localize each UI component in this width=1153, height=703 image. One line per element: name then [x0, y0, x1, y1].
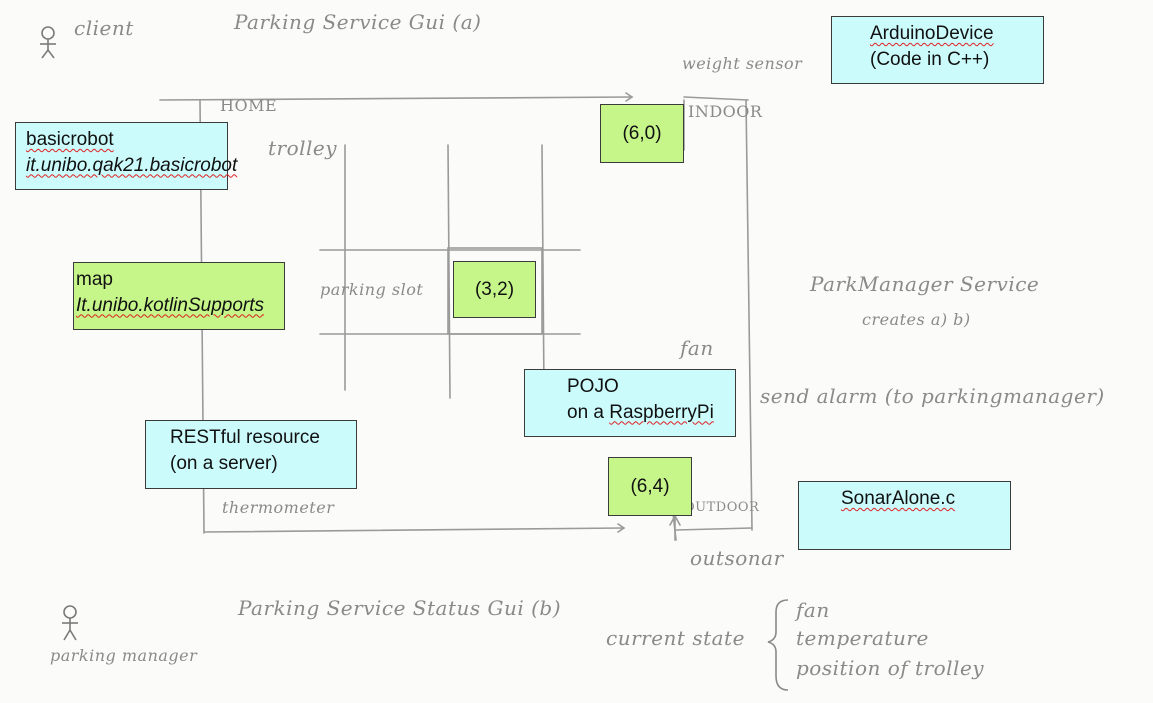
cell-3-2-label: (3,2): [474, 278, 515, 300]
fan-label: fan: [680, 336, 714, 360]
restful-resource-name: RESTful resource: [170, 427, 320, 448]
current-state-label: current state: [606, 626, 745, 650]
arduino-device-note: (Code in C++): [870, 48, 990, 70]
pojo-platform-word: RaspberryPi: [609, 401, 714, 423]
pojo-platform: on a RaspberryPi: [567, 400, 725, 426]
arduino-device-name: ArduinoDevice: [870, 23, 994, 44]
send-alarm-label: send alarm (to parkingmanager): [760, 384, 1105, 408]
room-bottom-wall: [203, 527, 625, 533]
state-brace: [767, 599, 789, 691]
state-fan-label: fan: [796, 598, 830, 622]
cell-6-4-label: (6,4): [630, 475, 670, 497]
parking-slot-label: parking slot: [320, 280, 424, 299]
basicrobot-name: basicrobot: [26, 129, 114, 150]
outsonar-label: outsonar: [690, 546, 784, 570]
top-arrow-head: [625, 92, 634, 102]
thermometer-label: thermometer: [222, 498, 335, 517]
map-name: map: [76, 269, 113, 290]
creates-label: creates a) b): [862, 310, 971, 329]
sonar-alone-box: SonarAlone.c: [798, 481, 1011, 550]
bottom-arrow-head: [617, 523, 626, 533]
pojo-platform-prefix: on a: [567, 401, 610, 423]
park-manager-service-label: ParkManager Service: [810, 272, 1040, 296]
trolley-label: trolley: [268, 136, 338, 160]
outdoor-label: OUTDOOR: [684, 500, 760, 515]
state-position-label: position of trolley: [796, 656, 985, 680]
pojo-box: POJO on a RaspberryPi: [524, 369, 736, 437]
sonar-alone-name: SonarAlone.c: [841, 488, 956, 509]
arduino-device-box: ArduinoDevice (Code in C++): [831, 16, 1044, 84]
state-temperature-label: temperature: [796, 626, 929, 650]
map-package: It.unibo.kotlinSupports: [76, 294, 265, 316]
basicrobot-box: basicrobot it.unibo.qak21.basicrobot: [15, 122, 238, 190]
parking-manager-label: parking manager: [50, 646, 198, 665]
cell-6-0-box: (6,0): [600, 104, 684, 163]
room-right-wall: [745, 99, 753, 531]
gui-b-title: Parking Service Status Gui (b): [238, 596, 562, 620]
home-label: HOME: [220, 96, 278, 115]
room-top-wall: [159, 96, 633, 101]
parking-slot-square: [447, 247, 543, 335]
indoor-label: INDOOR: [688, 102, 763, 121]
restful-resource-note: (on a server): [170, 452, 278, 474]
map-box: map It.unibo.kotlinSupports: [73, 262, 285, 330]
parking-manager-figure: [62, 605, 78, 641]
cell-6-0-label: (6,0): [622, 122, 662, 144]
client-label: client: [74, 16, 134, 40]
basicrobot-package: it.unibo.qak21.basicrobot: [26, 154, 238, 176]
pojo-name: POJO: [567, 376, 619, 397]
cell-6-4-box: (6,4): [608, 457, 692, 516]
cell-3-2-box: (3,2): [453, 261, 536, 318]
restful-resource-box: RESTful resource (on a server): [145, 420, 357, 489]
client-figure: [40, 26, 56, 59]
gui-a-title: Parking Service Gui (a): [234, 10, 482, 34]
weight-sensor-label: weight sensor: [682, 54, 803, 73]
